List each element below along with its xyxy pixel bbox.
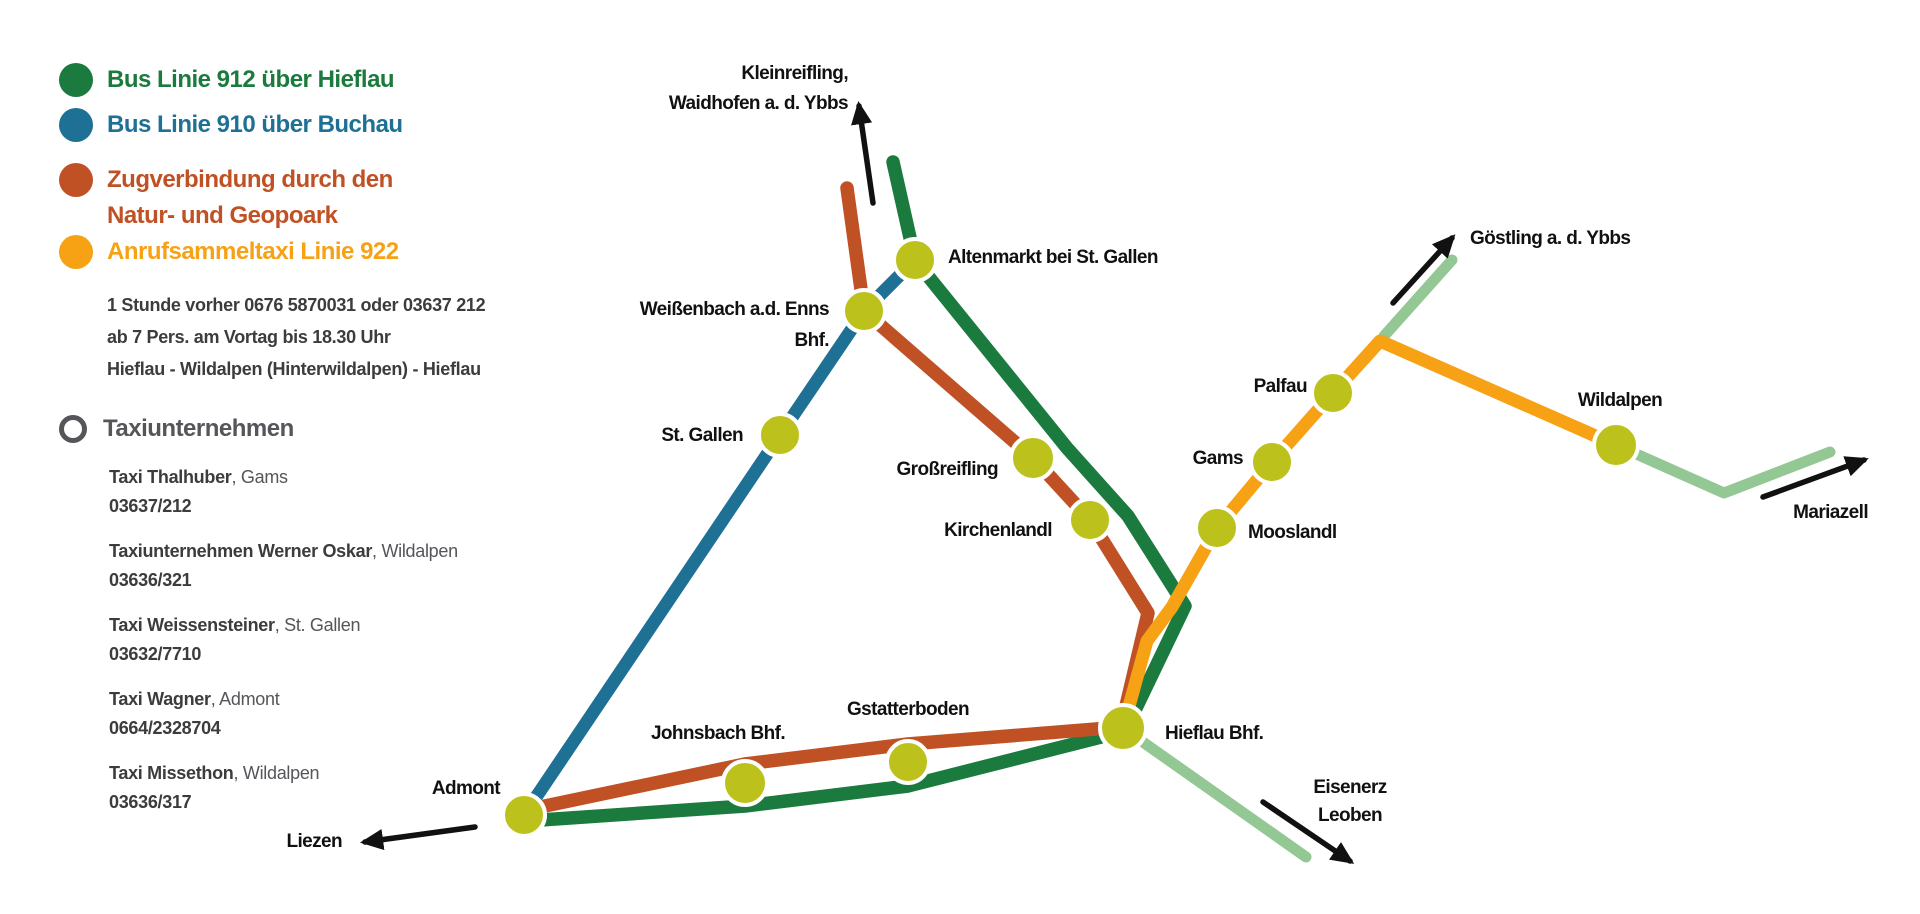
arrow-mariazell-icon (1760, 456, 1869, 500)
taxi-company-place: Admont (211, 689, 280, 709)
destination-label-line2: Leoben (1318, 805, 1383, 826)
direction-arrows (359, 100, 1869, 864)
taxiunternehmen-icon (59, 415, 87, 443)
node-wildalpen (1592, 421, 1640, 469)
legend-label: Bus Linie 910 über Buchau (107, 111, 403, 138)
station-label-wildalpen: Wildalpen (1577, 390, 1663, 411)
taxi-company-name: Taxiunternehmen Werner Oskar (109, 541, 373, 561)
taxi-company-entry: Taxiunternehmen Werner OskarWildalpen 03… (109, 537, 458, 595)
station-label-kirchenlandl: Kirchenlandl (944, 520, 1052, 541)
node-weissenbach (841, 288, 887, 334)
bus-910-dot-icon (59, 108, 93, 142)
ast-note-block: 1 Stunde vorher 0676 5870031 oder 03637 … (107, 289, 486, 385)
station-label-line1: Weißenbach a.d. Enns (639, 299, 830, 320)
taxi-company-place: Gams (232, 467, 289, 487)
ast-note-line: 1 Stunde vorher 0676 5870031 oder 03637 … (107, 295, 486, 315)
taxi-company-place: Wildalpen (234, 763, 320, 783)
taxi-company-name: Taxi Wagner (109, 689, 211, 709)
station-label-hieflau: Hieflau Bhf. (1165, 723, 1264, 744)
taxi-company-name-line: Taxi MissethonWildalpen (109, 759, 320, 788)
taxi-company-name: Taxi Missethon (109, 763, 234, 783)
station-label-st-gallen: St. Gallen (661, 425, 743, 446)
station-label-line2: Bhf. (794, 330, 829, 351)
line-910-path (517, 253, 922, 822)
legend-item-ast-922: Anrufsammeltaxi Linie 922 (59, 234, 399, 270)
taxi-company-phone: 03637/212 (109, 496, 192, 516)
destination-label-line2: Waidhofen a. d. Ybbs (668, 93, 849, 114)
taxi-company-entry: Taxi ThalhuberGams 03637/212 (109, 463, 288, 521)
taxi-company-phone: 0664/2328704 (109, 718, 221, 738)
node-johnsbach (721, 759, 769, 807)
rail-goestling-branch (1378, 254, 1458, 342)
legend-item-bus-910: Bus Linie 910 über Buchau (59, 107, 403, 143)
destination-label-goestling: Göstling a. d. Ybbs (1470, 228, 1631, 249)
legend-item-bus-912: Bus Linie 912 über Hieflau (59, 62, 395, 98)
station-label-grossreifling: Großreifling (896, 459, 998, 480)
line-912-path (519, 155, 1192, 828)
taxi-section-heading: Taxiunternehmen (59, 415, 294, 443)
destination-label-eisenerz-leoben: Eisenerz Leoben (1313, 774, 1387, 830)
legend-item-zug: Zugverbindung durch den Natur- und Geopo… (59, 162, 393, 234)
zug-line-path (519, 181, 1155, 817)
node-gams (1249, 439, 1295, 485)
station-label-gstatterboden: Gstatterboden (846, 699, 970, 720)
destination-label-line1: Kleinreifling, (741, 63, 848, 84)
station-label-gams: Gams (1192, 448, 1244, 469)
ast-922-dot-icon (59, 235, 93, 269)
taxi-company-name: Taxi Thalhuber (109, 467, 232, 487)
node-altenmarkt (892, 237, 938, 283)
taxi-company-name-line: Taxi WeissensteinerSt. Gallen (109, 611, 360, 640)
taxi-company-phone: 03632/7710 (109, 644, 202, 664)
taxi-company-phone: 03636/317 (109, 792, 192, 812)
destination-label-kleinreifling: Kleinreifling, Waidhofen a. d. Ybbs (668, 59, 849, 119)
node-palfau (1310, 370, 1356, 416)
taxi-company-name-line: Taxiunternehmen Werner OskarWildalpen (109, 537, 458, 566)
taxi-company-entry: Taxi WeissensteinerSt. Gallen 03632/7710 (109, 611, 360, 669)
line-922-path (1116, 334, 1623, 735)
taxi-heading-label: Taxiunternehmen (103, 415, 294, 442)
destination-label-mariazell: Mariazell (1793, 502, 1868, 523)
legend-label: Anrufsammeltaxi Linie 922 (107, 238, 399, 265)
station-label-weissenbach: Weißenbach a.d. Enns Bhf. (639, 294, 830, 356)
taxi-company-entry: Taxi MissethonWildalpen 03636/317 (109, 759, 320, 817)
legend-label: Bus Linie 912 über Hieflau (107, 66, 395, 93)
legend-label: Zugverbindung durch den Natur- und Geopo… (107, 162, 393, 234)
taxi-company-entry: Taxi WagnerAdmont 0664/2328704 (109, 685, 280, 743)
station-label-admont: Admont (431, 778, 501, 799)
zug-dot-icon (59, 163, 93, 197)
station-label-altenmarkt: Altenmarkt bei St. Gallen (948, 247, 1159, 268)
ast-note-line: ab 7 Pers. am Vortag bis 18.30 Uhr (107, 327, 391, 347)
bus-912-dot-icon (59, 63, 93, 97)
destination-label-liezen: Liezen (286, 831, 342, 852)
rail-eisenerz-branch (1117, 722, 1312, 863)
destination-label-line1: Eisenerz (1313, 777, 1387, 798)
node-grossreifling (1009, 434, 1057, 482)
node-kirchenlandl (1067, 497, 1113, 543)
taxi-company-name: Taxi Weissensteiner (109, 615, 275, 635)
node-st-gallen (757, 412, 803, 458)
ast-note-line: Hieflau - Wildalpen (Hinterwildalpen) - … (107, 359, 481, 379)
arrow-liezen-icon (359, 824, 478, 851)
node-hieflau (1098, 703, 1148, 753)
taxi-company-name-line: Taxi ThalhuberGams (109, 463, 288, 492)
legend-label-line1: Zugverbindung durch den (107, 166, 393, 193)
station-nodes (501, 237, 1640, 838)
rail-mariazell-branch (1610, 439, 1836, 499)
taxi-company-phone: 03636/321 (109, 570, 192, 590)
station-label-johnsbach: Johnsbach Bhf. (650, 723, 786, 744)
arrow-goestling-icon (1390, 234, 1456, 306)
node-admont (501, 792, 547, 838)
legend-label-line2: Natur- und Geopoark (107, 202, 338, 229)
arrow-kleinreifling-icon (851, 100, 876, 206)
taxi-company-place: Wildalpen (372, 541, 458, 561)
arrow-eisenerz-icon (1260, 799, 1355, 864)
node-gstatterboden (885, 739, 931, 785)
node-mooslandl (1194, 505, 1240, 551)
station-label-mooslandl: Mooslandl (1248, 522, 1337, 543)
taxi-company-name-line: Taxi WagnerAdmont (109, 685, 280, 714)
taxi-company-place: St. Gallen (275, 615, 361, 635)
station-label-palfau: Palfau (1253, 376, 1308, 397)
